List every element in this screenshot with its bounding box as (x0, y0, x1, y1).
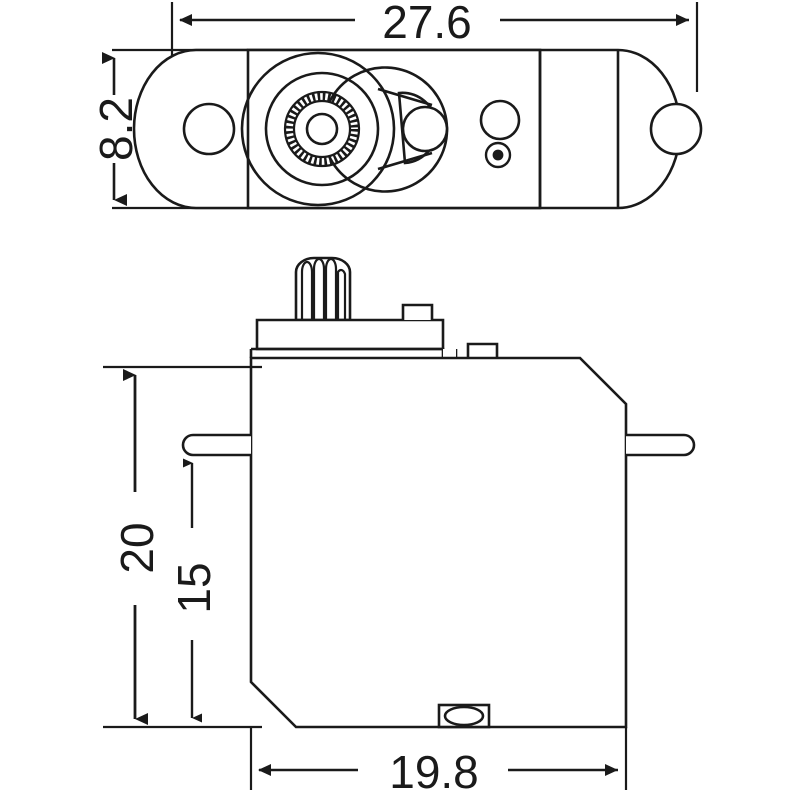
screw-boss-center (492, 149, 504, 161)
vent-hole-top (479, 99, 521, 141)
spline-teeth-ring (284, 91, 360, 167)
screw-boss-top (484, 141, 512, 169)
gear-hub-outer-circle (240, 51, 396, 207)
front-view-extension-lines (103, 365, 628, 790)
spline-teeth-front (300, 257, 347, 320)
bottom-vent-detail (437, 703, 491, 729)
gear-hub-mid-circle (264, 71, 380, 187)
mounting-hole-left (182, 102, 236, 156)
output-shaft-bore (305, 112, 339, 146)
servo-horn-waist-upper (377, 87, 433, 107)
bottom-vent-oval (443, 705, 485, 727)
case-top-boss (466, 342, 499, 358)
dimension-8-2: 8.2 (90, 52, 142, 206)
servo-case-outline (249, 356, 628, 729)
gearbox-housing-outline (251, 347, 458, 360)
output-spline-gear-front (294, 256, 352, 322)
dim-label-15: 15 (168, 562, 220, 613)
servo-horn-waist-lower (377, 151, 433, 171)
dim-label-20: 20 (111, 522, 163, 573)
mounting-hole-right (649, 102, 703, 156)
mounting-flange-right (626, 433, 696, 457)
spline-outer-circle (283, 90, 361, 168)
mounting-flange-left (181, 433, 251, 457)
dimension-27-6: 27.6 (179, 0, 689, 48)
dimension-15: 15 (168, 458, 220, 723)
output-spline-gear-top (283, 90, 361, 168)
top-view (112, 2, 703, 210)
horn-screw-hole (401, 105, 449, 153)
dim-label-27-6: 27.6 (382, 0, 472, 48)
gearbox-housing-body (251, 349, 456, 358)
dim-label-8-2: 8.2 (90, 97, 142, 161)
dimension-19-8: 19.8 (258, 746, 618, 798)
dimension-20: 20 (111, 369, 163, 725)
gearbox-cap-outline (255, 318, 445, 351)
dim-label-19-8: 19.8 (389, 746, 479, 798)
front-view (181, 256, 696, 729)
gearbox-top-boss (401, 303, 434, 320)
